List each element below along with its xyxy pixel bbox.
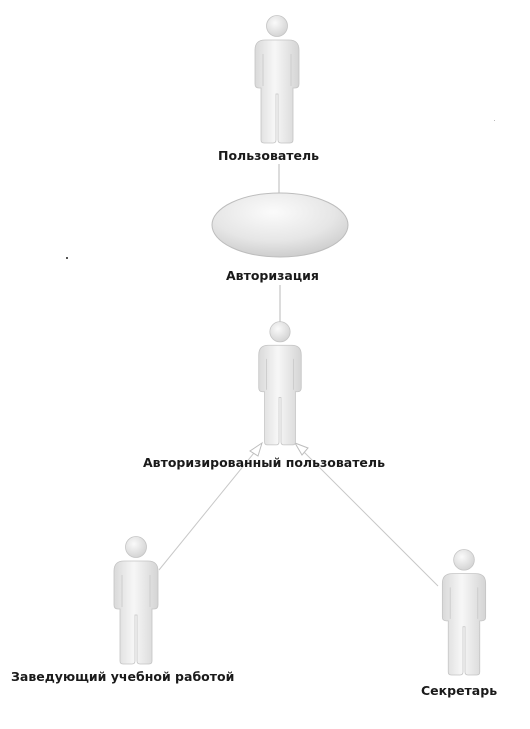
actor-secretary-label: Секретарь <box>421 683 498 698</box>
use-case-authorization-ellipse[interactable] <box>211 192 349 258</box>
generalization-head-to-authorized-user <box>158 441 263 571</box>
actor-head-of-studies-label: Заведующий учебной работой <box>11 669 235 684</box>
actor-user-label: Пользователь <box>218 148 320 163</box>
generalization-secretary-to-authorized-user <box>293 442 439 587</box>
actor-authorized-user-figure[interactable] <box>258 321 302 446</box>
use-case-authorization-label: Авторизация <box>226 268 319 283</box>
actor-authorized-user-label: Авторизированный пользователь <box>143 455 385 470</box>
stray-dot <box>66 257 68 259</box>
stray-dot-small <box>494 120 495 121</box>
actor-secretary-figure[interactable] <box>441 549 487 676</box>
actor-head-of-studies-figure[interactable] <box>113 536 159 665</box>
actor-user-figure[interactable] <box>254 15 300 144</box>
